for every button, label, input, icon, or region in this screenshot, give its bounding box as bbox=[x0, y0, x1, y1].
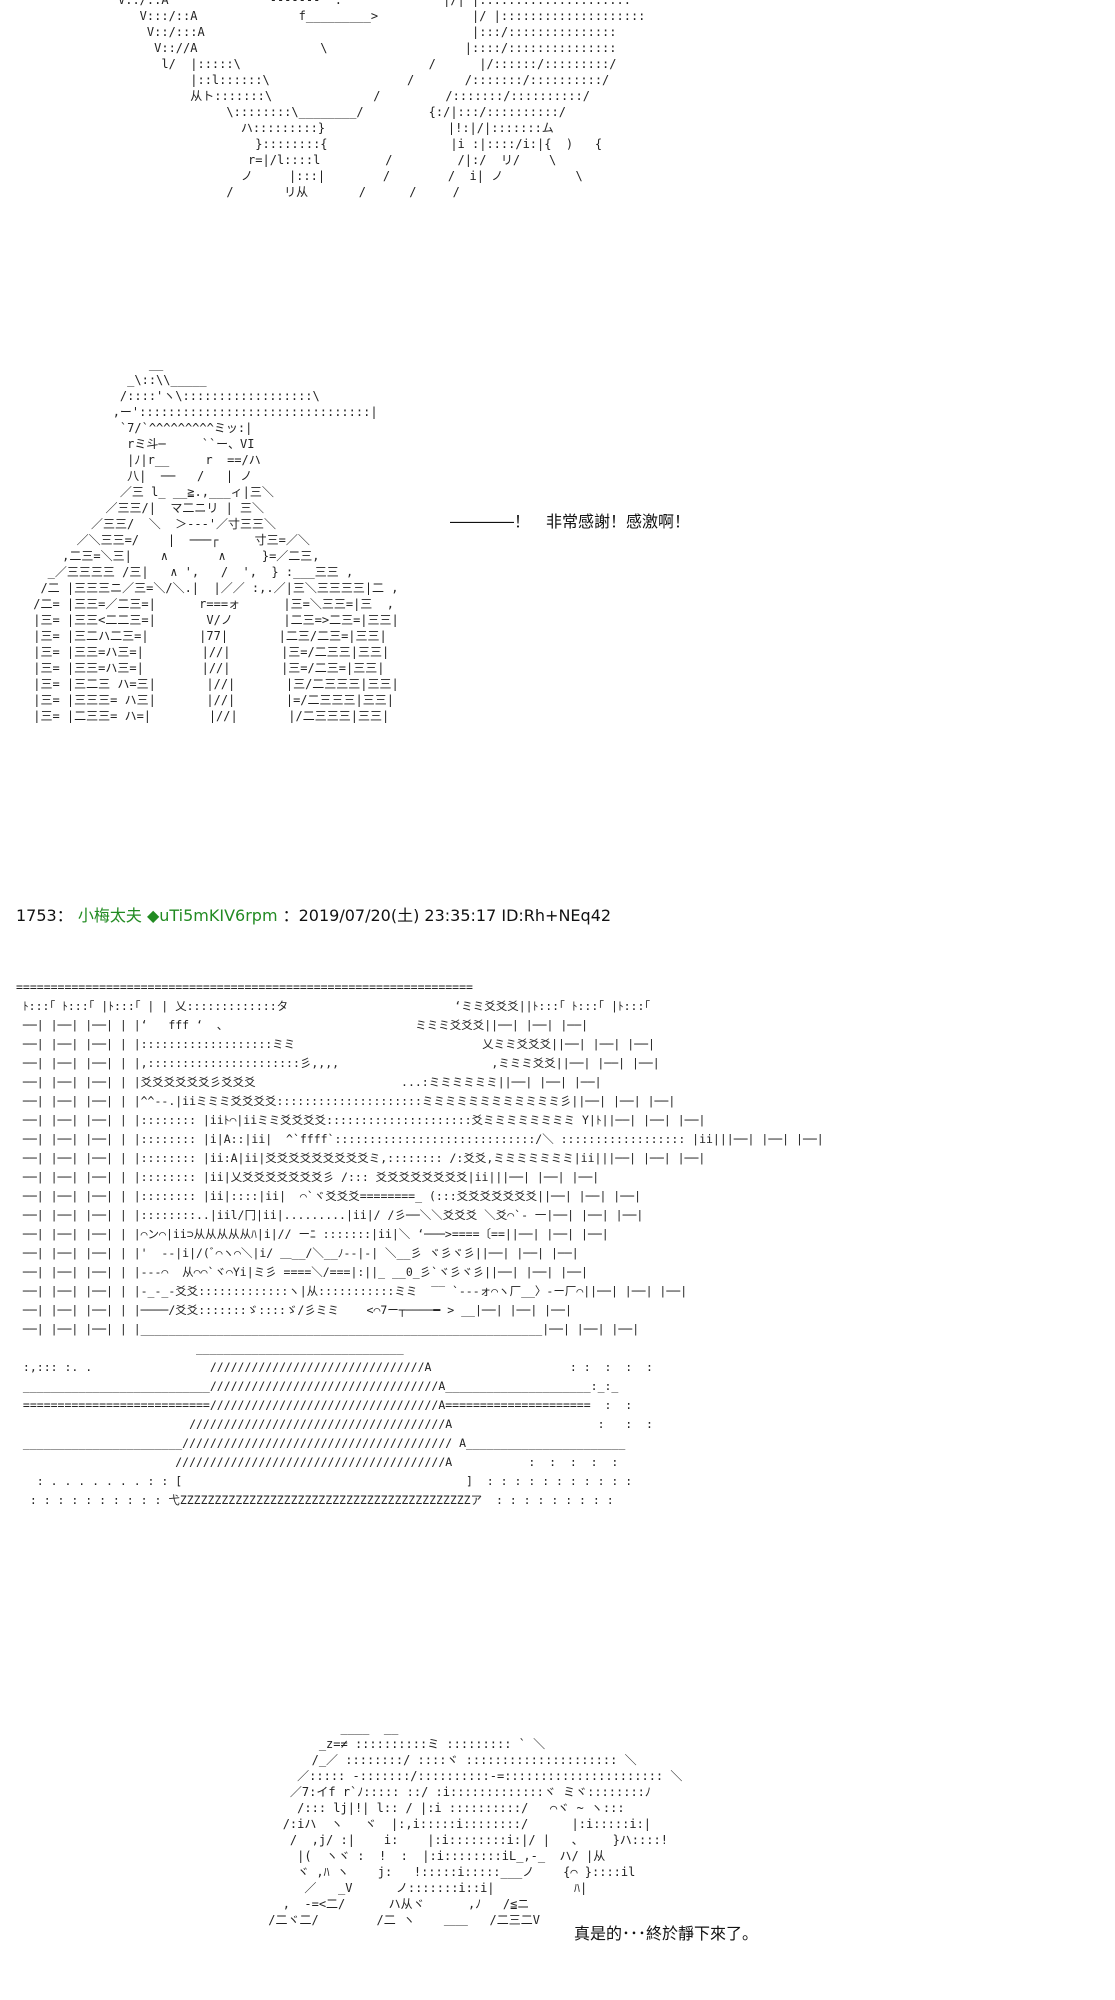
post-datetime-id: ：2019/07/20(土) 23:35:17 ID:Rh+NEq42 bbox=[282, 906, 612, 925]
speech-line-thanks: ――――！ 非常感謝！感激啊！ bbox=[450, 512, 691, 531]
scene-ascii-art: ========================================… bbox=[16, 980, 824, 1507]
post-header: 1753： 小梅太夫 ◆uTi5mKIV6rpm ：2019/07/20(土) … bbox=[16, 902, 611, 926]
post-number[interactable]: 1753 bbox=[16, 906, 57, 925]
post-separator: ： bbox=[56, 906, 73, 925]
poster-trip: ◆uTi5mKIV6rpm bbox=[146, 906, 278, 925]
bottom-figure-ascii-art: ____ __ _z=≠ ::::::::::ミ ::::::::: ` ＼ /… bbox=[268, 1721, 683, 1927]
middle-figure-ascii-art: __ _\::\\_____ /::::'ヽ\:::::::::::::::::… bbox=[33, 357, 399, 723]
top-figure-ascii-art: V::/::A ------- . |/| |:::::::::::::::::… bbox=[118, 0, 646, 199]
poster-name: 小梅太夫 bbox=[77, 906, 142, 925]
speech-line-calm: 真是的･･･終於靜下來了。 bbox=[574, 1924, 759, 1943]
